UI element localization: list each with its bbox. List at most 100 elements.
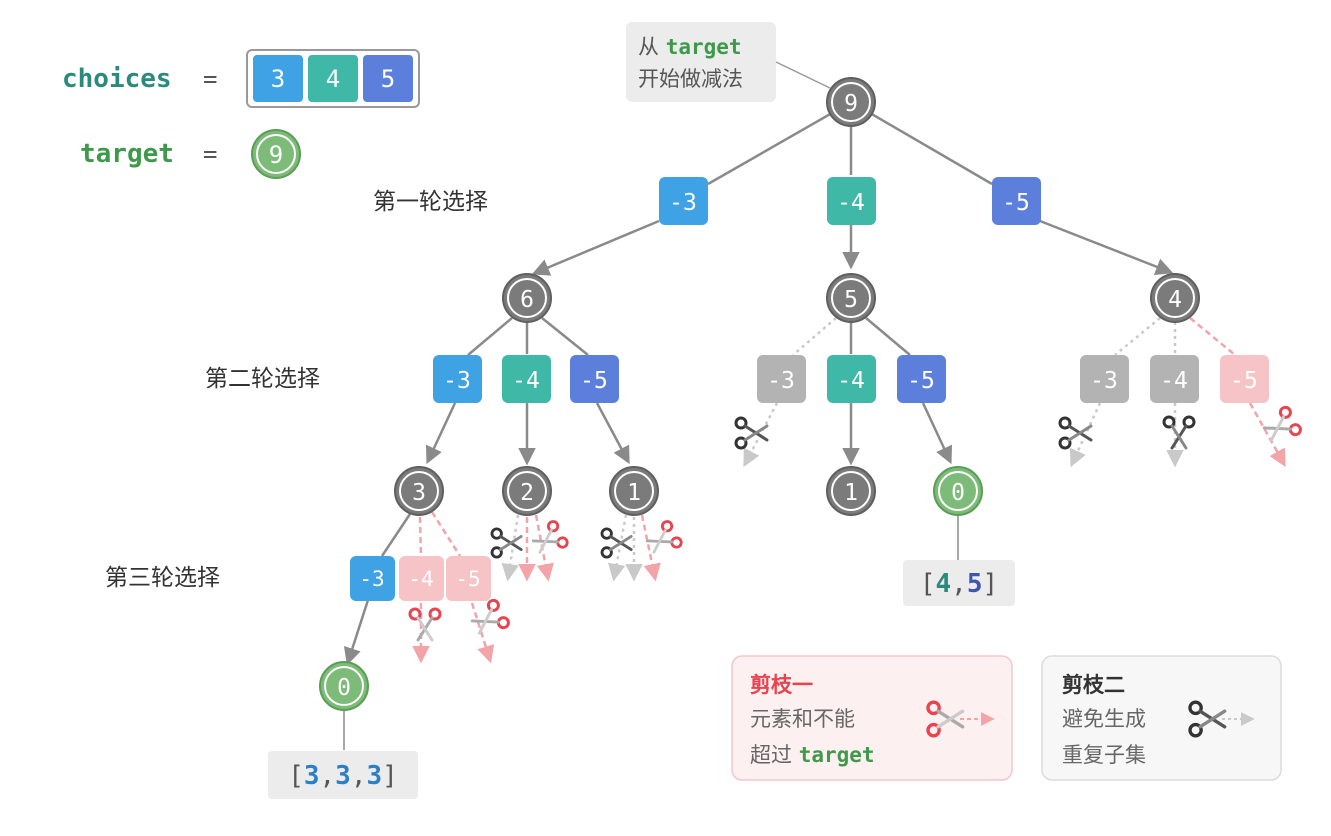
result-box-45 (903, 560, 1015, 606)
op-box-r2b-m4 (827, 355, 876, 403)
op-box-r3-m5 (446, 556, 491, 601)
node-4: 4 (1150, 273, 1200, 323)
node-3: 3 (394, 466, 444, 516)
pruned-edge-n1-c (640, 514, 661, 582)
edge-m3-n3 (425, 402, 457, 465)
choices-array-frame (246, 49, 420, 108)
node-1a-value: 1 (627, 480, 641, 506)
node-0a: 0 (319, 661, 369, 711)
legend-prune1: 剪枝一 元素和不能 超过 target (731, 655, 1013, 781)
tree-edges (343, 111, 1174, 750)
legend-prune1-line2: 超过 target (750, 743, 875, 767)
edge-m5-n4 (1039, 219, 1174, 276)
node-4-value: 4 (1168, 287, 1182, 313)
scissors-icon (408, 607, 442, 642)
result-333: [3,3,3] (288, 761, 398, 791)
op-label-r1-m3: -3 (669, 190, 697, 216)
choice-value-3: 3 (271, 65, 285, 93)
round-label-1: 第一轮选择 (373, 189, 488, 215)
op-label-r1-m5: -5 (1002, 190, 1030, 216)
legend-prune2-line1: 避免生成 (1062, 707, 1146, 731)
node-6-value: 6 (520, 287, 534, 313)
node-2-value: 2 (520, 480, 534, 506)
op-box-r2c-m3 (1080, 355, 1129, 403)
legend-prune2-title: 剪枝二 (1062, 673, 1125, 697)
node-6: 6 (502, 273, 552, 323)
choice-cell-5 (363, 55, 413, 102)
target-node (251, 129, 301, 179)
op-box-r2a-m3 (433, 355, 482, 403)
op-box-r1-m5 (992, 177, 1041, 225)
pruned-edge-m5b-down (1248, 402, 1286, 468)
pruned-edge-n5-m3 (792, 317, 837, 356)
node-9: 9 (826, 77, 876, 127)
edge-n3-m3 (380, 513, 412, 557)
callout-box (626, 22, 776, 102)
node-2: 2 (502, 466, 552, 516)
legend-prune2: 剪枝二 避免生成 重复子集 (1041, 655, 1282, 781)
round-label-3: 第三轮选择 (105, 565, 220, 591)
op-label-r3-m4: -4 (408, 567, 433, 591)
edge-m3-n0a (343, 599, 370, 666)
op-label-r2a-m4: -4 (512, 368, 540, 394)
op-label-r2a-m5: -5 (580, 368, 608, 394)
scissors-icon (1058, 416, 1093, 450)
pruned-edge-m3-down (743, 402, 779, 468)
scissors-icon (1258, 403, 1304, 449)
node-1b-value: 1 (844, 480, 858, 506)
scissors-icon (528, 518, 571, 561)
op-label-r3-m5: -5 (455, 567, 480, 591)
choice-cell-3 (253, 55, 303, 102)
edge-m5-n1a (595, 402, 630, 465)
op-boxes: -3 -4 -5 -3 -4 -5 -3 -4 -5 -3 -4 -5 -3 -… (350, 177, 1269, 601)
edge-m3-n6 (531, 219, 660, 276)
target-equals: = (203, 140, 217, 168)
edge-n6-m5 (541, 317, 589, 356)
result-45: [4,5] (920, 569, 998, 599)
edge-root-m5 (869, 111, 993, 186)
node-0b: 0 (933, 466, 983, 516)
choice-value-4: 4 (326, 65, 340, 93)
node-9-value: 9 (844, 91, 858, 117)
op-box-r2a-m5 (570, 355, 619, 403)
op-label-r2a-m3: -3 (443, 368, 471, 394)
scissors-icon (600, 527, 633, 559)
tree-nodes: 9 6 5 4 3 2 1 (319, 77, 1200, 711)
callout-pointer (775, 61, 831, 89)
op-box-r2c-m5 (1220, 355, 1269, 403)
edge-root-m3 (707, 111, 833, 186)
legend-prune1-title: 剪枝一 (750, 673, 813, 697)
choice-value-5: 5 (381, 65, 395, 93)
callout-code: target (666, 35, 742, 59)
node-3-value: 3 (412, 480, 426, 506)
legend-prune2-line2: 重复子集 (1062, 743, 1146, 767)
target-value: 9 (269, 141, 283, 169)
edge-n5-m5 (865, 317, 911, 356)
pruned-edge-n4-m5 (1189, 317, 1236, 356)
node-0b-value: 0 (951, 480, 965, 506)
callout-line1: 从 target (638, 35, 742, 59)
pruned-edge-m3b-down (1069, 402, 1102, 468)
op-box-r3-m3 (350, 556, 395, 601)
op-box-r1-m4 (827, 177, 876, 225)
op-label-r1-m4: -4 (837, 190, 865, 216)
target-node-ring (256, 134, 296, 174)
op-label-r2b-m4: -4 (837, 368, 865, 394)
result-box-333 (268, 751, 418, 799)
pruned-edge-n3-m4 (418, 516, 423, 557)
scissor-icons (408, 403, 1304, 642)
scissors-icon (466, 596, 512, 642)
op-label-r2b-m3: -3 (767, 368, 795, 394)
pruned-edge-n3-m5 (430, 511, 462, 557)
node-1a: 1 (609, 466, 659, 516)
callout-line2: 开始做减法 (638, 67, 743, 91)
op-box-r2b-m3 (757, 355, 806, 403)
op-label-r2c-m5: -5 (1230, 368, 1258, 394)
choices-equals: = (203, 65, 217, 93)
legend-prune1-line1: 元素和不能 (750, 707, 855, 731)
node-5: 5 (826, 273, 876, 323)
scissors-icon (1162, 415, 1196, 450)
scissors-icon (734, 416, 769, 450)
edge-m5-n0b (921, 402, 953, 465)
